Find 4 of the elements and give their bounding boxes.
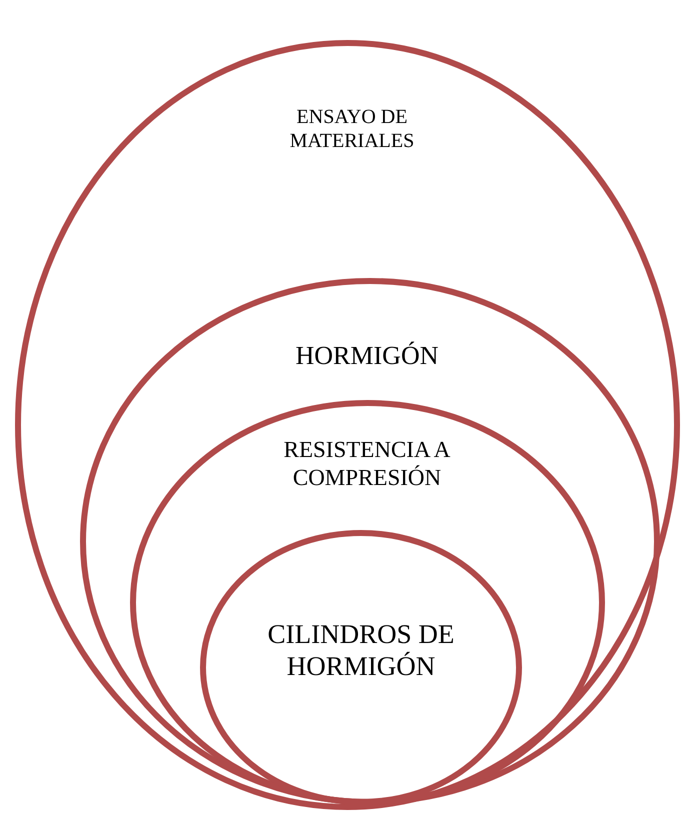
region-label: RESISTENCIA A COMPRESIÓN (282, 436, 452, 492)
region-label: CILINDROS DE HORMIGÓN (266, 618, 456, 683)
region-label: ENSAYO DE MATERIALES (288, 105, 416, 153)
region-label: HORMIGÓN (294, 340, 440, 372)
